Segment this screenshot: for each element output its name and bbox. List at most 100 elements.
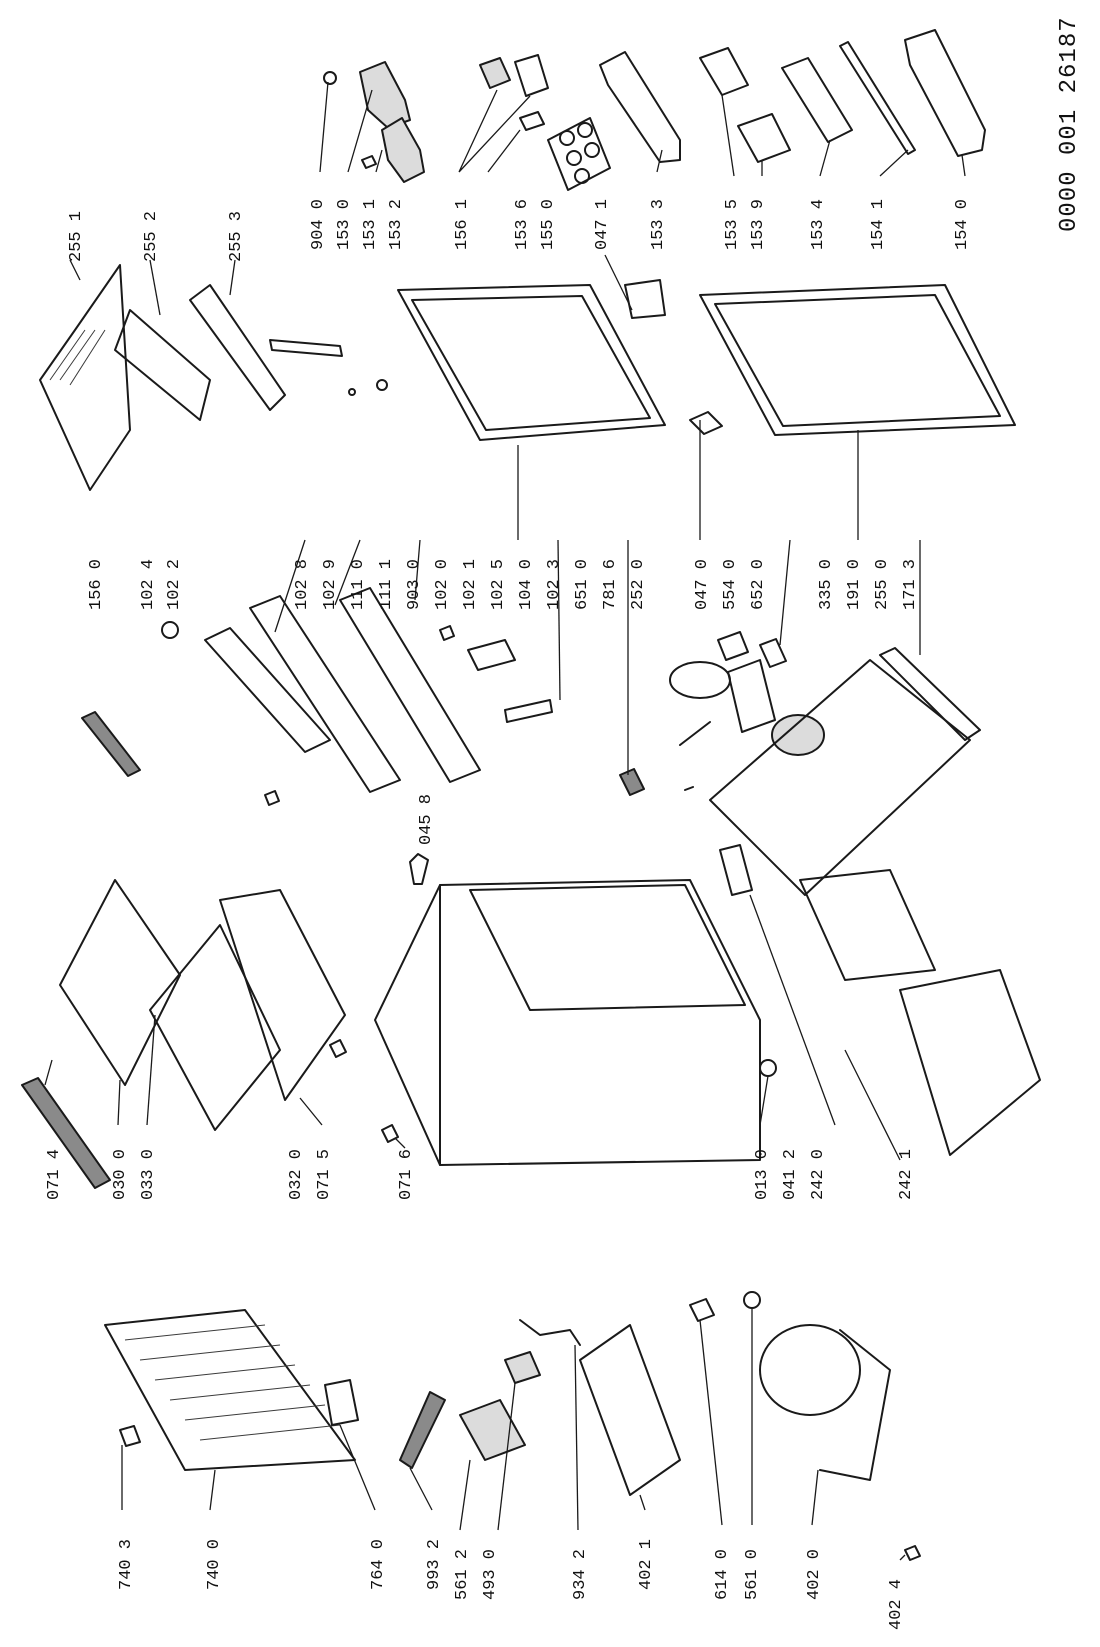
part-781-6: [679, 721, 711, 791]
part-033-0: [149, 924, 281, 1131]
part-740-3: [119, 1425, 141, 1447]
label-561-2: 561 2: [453, 1549, 472, 1600]
label-493-0: 493 0: [481, 1549, 500, 1600]
part-104-0: [397, 284, 666, 441]
part-153-9: [737, 113, 791, 163]
part-652-0: [759, 638, 787, 668]
part-047-1: [624, 279, 666, 319]
label-781-6: 781 6: [601, 559, 620, 610]
label-102-4: 102 4: [139, 559, 158, 610]
part-614-0: [689, 1298, 715, 1322]
label-651-0: 651 0: [573, 559, 592, 610]
label-934-2: 934 2: [571, 1549, 590, 1600]
part-102-2: [161, 621, 179, 639]
part-102-8: [204, 627, 331, 753]
label-903-0: 903 0: [405, 559, 424, 610]
label-740-3: 740 3: [117, 1539, 136, 1590]
label-153-2: 153 2: [387, 199, 406, 250]
part-045-8: [409, 853, 429, 885]
label-255-0: 255 0: [873, 559, 892, 610]
label-242-0: 242 0: [809, 1149, 828, 1200]
part-030-0: [59, 879, 181, 1086]
parts-drawing: [21, 29, 1041, 1561]
label-047-0: 047 0: [693, 559, 712, 610]
part-764-0: [324, 1379, 359, 1426]
part-402-0: [759, 1324, 891, 1481]
part-554-0: [717, 631, 749, 661]
part-154-1: [839, 41, 916, 155]
label-071-4: 071 4: [45, 1149, 64, 1200]
label-111-1: 111 1: [377, 559, 396, 610]
label-041-2: 041 2: [781, 1149, 800, 1200]
part-156-1: [479, 54, 549, 97]
label-153-1: 153 1: [361, 199, 380, 250]
label-071-6: 071 6: [397, 1149, 416, 1200]
label-102-9: 102 9: [321, 559, 340, 610]
part-102-4: [264, 790, 280, 806]
label-652-0: 652 0: [749, 559, 768, 610]
part-255-3: [189, 284, 286, 411]
part-255-2: [114, 309, 211, 421]
part-041-2: [719, 844, 753, 896]
part-153-0: [359, 61, 411, 129]
label-102-3: 102 3: [545, 559, 564, 610]
label-153-4: 153 4: [809, 199, 828, 250]
label-154-1: 154 1: [869, 199, 888, 250]
label-071-5: 071 5: [315, 1149, 334, 1200]
label-155-0: 155 0: [539, 199, 558, 250]
part-071-6: [381, 1124, 399, 1143]
part-071-4: [21, 1077, 111, 1189]
part-071-5: [329, 1039, 347, 1058]
part-242-1: [899, 969, 1041, 1156]
part-493-0: [504, 1351, 541, 1384]
part-032-0: [219, 889, 346, 1101]
label-013-0: 013 0: [753, 1149, 772, 1200]
part-153-1: [361, 155, 377, 169]
part-402-1: [579, 1324, 681, 1496]
document-number: 0000 001 26187: [1056, 16, 1083, 232]
part-903-0: [376, 379, 388, 391]
part-154-0: [904, 29, 986, 157]
part-255-0: [709, 659, 971, 896]
label-153-6: 153 6: [513, 199, 532, 250]
part-561-0: [743, 1291, 761, 1309]
part-740-0: [104, 1309, 356, 1471]
label-033-0: 033 0: [139, 1149, 158, 1200]
label-171-3: 171 3: [901, 559, 920, 610]
label-740-0: 740 0: [205, 1539, 224, 1590]
label-102-1: 102 1: [461, 559, 480, 610]
part-102-5: [467, 639, 516, 671]
part-153-2: [381, 117, 425, 183]
leader-lines: [44, 81, 966, 1561]
part-102-0: [339, 587, 481, 783]
label-032-0: 032 0: [287, 1149, 306, 1200]
label-561-0: 561 0: [743, 1549, 762, 1600]
label-993-2: 993 2: [425, 1539, 444, 1590]
part-153-4: [781, 57, 853, 143]
part-102-9: [249, 595, 401, 793]
label-255-1: 255 1: [67, 211, 86, 262]
part-102-3: [504, 699, 553, 723]
part-904-0: [323, 71, 337, 85]
label-764-0: 764 0: [369, 1539, 388, 1590]
part-013-0: [759, 1059, 777, 1077]
label-904-0: 904 0: [309, 199, 328, 250]
label-102-8: 102 8: [293, 559, 312, 610]
label-156-1: 156 1: [453, 199, 472, 250]
label-102-2: 102 2: [165, 559, 184, 610]
part-111-0: [269, 339, 343, 357]
part-156-0: [81, 711, 141, 777]
part-number-labels: 904 0 153 0 153 1 153 2 156 1 153 6 155 …: [45, 199, 972, 1630]
label-102-5: 102 5: [489, 559, 508, 610]
label-242-1: 242 1: [897, 1149, 916, 1200]
label-402-4: 402 4: [887, 1579, 906, 1630]
label-153-0: 153 0: [335, 199, 354, 250]
label-335-0: 335 0: [817, 559, 836, 610]
label-402-0: 402 0: [805, 1549, 824, 1600]
part-934-2: [519, 1319, 581, 1346]
label-156-0: 156 0: [87, 559, 106, 610]
part-252-0: [669, 661, 731, 699]
label-554-0: 554 0: [721, 559, 740, 610]
part-335-0: [771, 714, 825, 756]
